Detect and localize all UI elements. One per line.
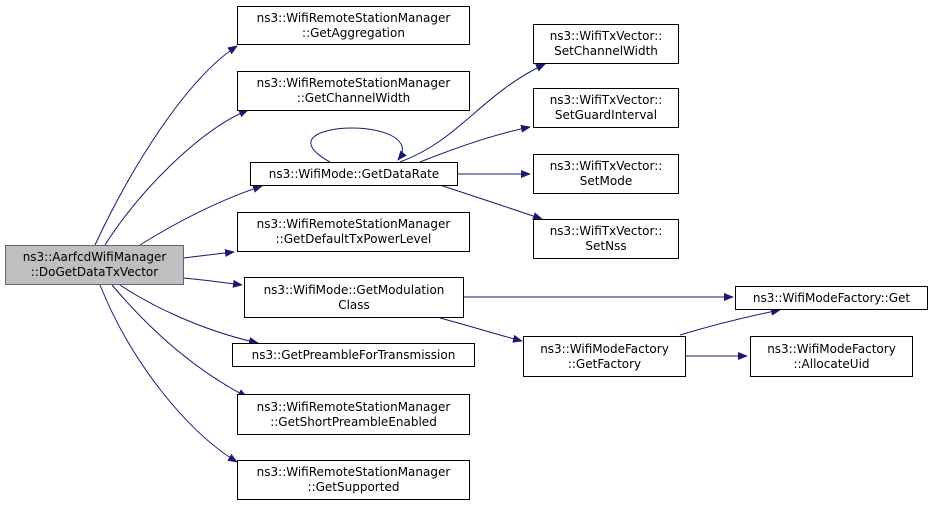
node-get-supported: ns3::WifiRemoteStationManager ::GetSuppo… (237, 460, 470, 500)
node-get-default-tx-power-level-line1: ns3::WifiRemoteStationManager (256, 217, 451, 231)
node-root: ns3::AarfcdWifiManager ::DoGetDataTxVect… (5, 245, 184, 285)
node-get-aggregation-line1: ns3::WifiRemoteStationManager (256, 10, 451, 25)
node-set-channel-width: ns3::WifiTxVector:: SetChannelWidth (533, 24, 679, 64)
edge-root-get-aggregation (94, 45, 238, 246)
node-get-supported-line1: ns3::WifiRemoteStationManager (256, 465, 451, 479)
node-get-channel-width-line2: ::GetChannelWidth (296, 91, 411, 105)
node-get-data-rate: ns3::WifiMode::GetDataRate (250, 162, 458, 186)
edge-root-get-supported (99, 284, 238, 463)
node-get-aggregation-line2: ::GetAggregation (302, 25, 405, 40)
node-get-short-preamble-enabled-line1: ns3::WifiRemoteStationManager (256, 399, 451, 414)
node-root-line2: ::DoGetDataTxVector (30, 265, 159, 279)
node-set-nss: ns3::WifiTxVector:: SetNss (533, 219, 679, 259)
edge-get-modulation-class-get-factory (439, 317, 523, 343)
node-factory-allocate-uid-line1: ns3::WifiModeFactory (767, 341, 896, 356)
node-set-mode-line2: SetMode (579, 174, 633, 188)
node-set-nss-line2: SetNss (585, 239, 627, 253)
edge-get-data-rate-set-channel-width (399, 63, 546, 163)
node-set-guard-interval-line1: ns3::WifiTxVector:: (549, 93, 663, 107)
node-set-guard-interval-line2: SetGuardInterval (554, 108, 658, 122)
edge-root-get-data-rate (139, 185, 263, 246)
node-set-nss-line1: ns3::WifiTxVector:: (549, 224, 663, 238)
node-set-channel-width-line2: SetChannelWidth (554, 44, 658, 58)
edge-root-get-preamble-for-transmission (119, 284, 259, 345)
node-get-short-preamble-enabled: ns3::WifiRemoteStationManager ::GetShort… (237, 394, 470, 435)
node-factory-get-line1: ns3::WifiModeFactory::Get (752, 290, 911, 305)
node-factory-get-factory-line1: ns3::WifiModeFactory (540, 341, 669, 356)
node-get-modulation-class-line2: Class (338, 297, 370, 312)
node-get-default-tx-power-level-line2: ::GetDefaultTxPowerLevel (275, 232, 432, 246)
node-factory-get: ns3::WifiModeFactory::Get (735, 286, 928, 310)
node-get-data-rate-line1: ns3::WifiMode::GetDataRate (268, 166, 440, 181)
node-factory-get-factory-line2: ::GetFactory (567, 356, 642, 371)
edge-get-data-rate-set-guard-interval (419, 124, 531, 163)
edge-get-factory-factory-get (679, 307, 781, 336)
node-set-channel-width-line1: ns3::WifiTxVector:: (549, 29, 663, 43)
edge-get-data-rate-set-nss (439, 184, 543, 220)
node-factory-allocate-uid: ns3::WifiModeFactory ::AllocateUid (750, 336, 913, 377)
node-set-mode: ns3::WifiTxVector:: SetMode (533, 154, 679, 194)
node-get-modulation-class-line1: ns3::WifiMode::GetModulation (263, 282, 445, 297)
node-factory-get-factory: ns3::WifiModeFactory ::GetFactory (523, 336, 686, 377)
edge-root-get-modulation-class (183, 277, 243, 288)
edge-root-get-channel-width (104, 109, 249, 246)
node-set-mode-line1: ns3::WifiTxVector:: (549, 159, 663, 173)
node-get-supported-line2: ::GetSupported (307, 480, 400, 494)
node-set-guard-interval: ns3::WifiTxVector:: SetGuardInterval (533, 88, 679, 128)
node-get-default-tx-power-level: ns3::WifiRemoteStationManager ::GetDefau… (237, 212, 470, 252)
node-get-channel-width: ns3::WifiRemoteStationManager ::GetChann… (237, 71, 470, 111)
node-get-channel-width-line1: ns3::WifiRemoteStationManager (256, 76, 451, 90)
node-root-line1: ns3::AarfcdWifiManager (22, 250, 167, 264)
edge-root-get-short-preamble-enabled (111, 284, 248, 398)
edge-root-get-default-tx-power-level (183, 248, 235, 259)
node-get-short-preamble-enabled-line2: ::GetShortPreambleEnabled (270, 414, 437, 429)
node-get-aggregation: ns3::WifiRemoteStationManager ::GetAggre… (237, 6, 470, 45)
node-get-preamble-for-transmission-line1: ns3::GetPreambleForTransmission (251, 347, 456, 362)
node-factory-allocate-uid-line2: ::AllocateUid (793, 356, 870, 371)
node-get-modulation-class: ns3::WifiMode::GetModulation Class (244, 277, 464, 318)
edge-get-data-rate-self (310, 127, 407, 163)
node-get-preamble-for-transmission: ns3::GetPreambleForTransmission (232, 343, 475, 367)
